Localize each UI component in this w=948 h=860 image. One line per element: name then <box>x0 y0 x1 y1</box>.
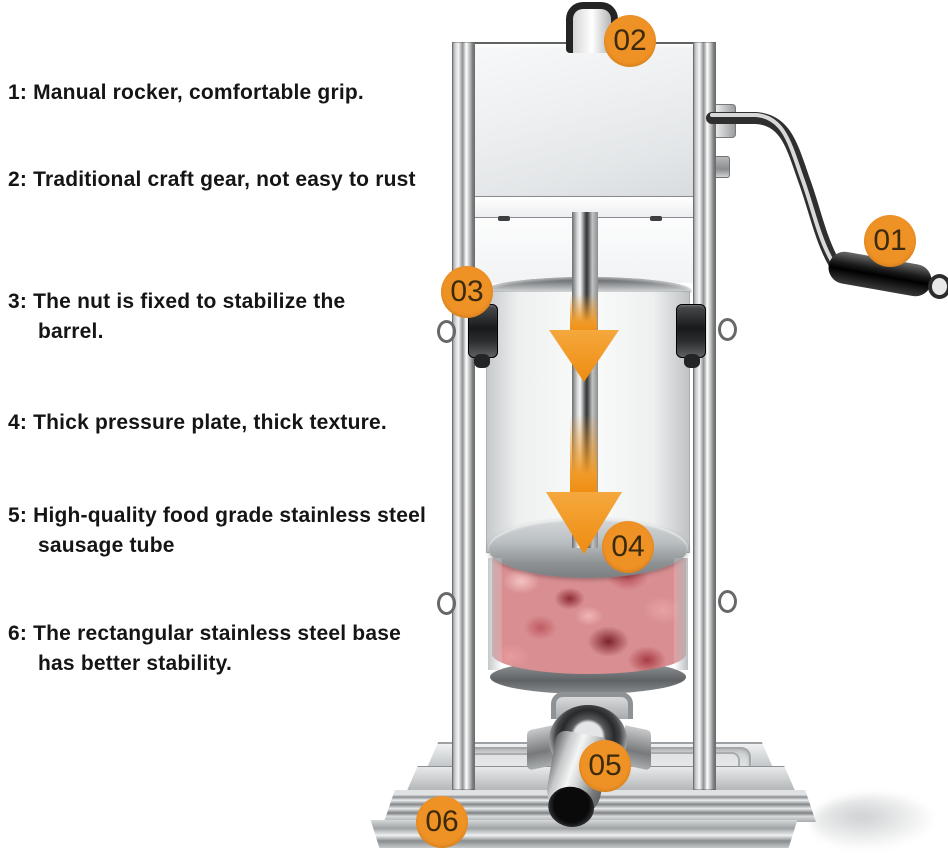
callout-06-badge: 06 <box>416 796 468 848</box>
screw-icon <box>650 216 662 221</box>
feature-item-5: 5: High-quality food grade stainless ste… <box>8 504 426 557</box>
frame-left-rail <box>452 42 475 790</box>
feature-item-3: 3: The nut is fixed to stabilize the bar… <box>8 290 346 343</box>
crank-arm <box>706 112 852 280</box>
feature-item-4: 4: Thick pressure plate, thick texture. <box>8 411 387 434</box>
eyelet-ring-icon <box>437 320 456 343</box>
barrel-glass-left <box>488 558 502 670</box>
feature-item-6: 6: The rectangular stainless steel base … <box>8 622 401 675</box>
callout-02-badge: 02 <box>604 15 656 67</box>
eyelet-ring-icon <box>718 590 737 613</box>
clamp-hook-icon <box>684 354 700 368</box>
eyelet-ring-icon <box>718 318 737 341</box>
down-arrow-upper-icon <box>570 294 597 334</box>
barrel-glass-right <box>674 558 688 670</box>
feature-item-1: 1: Manual rocker, comfortable grip. <box>8 81 364 104</box>
callout-03-badge: 03 <box>441 266 493 318</box>
down-arrow-lower-icon <box>570 414 597 494</box>
callout-04-badge: 04 <box>602 521 654 573</box>
gearbox-housing <box>455 42 697 201</box>
callout-05-badge: 05 <box>579 740 631 792</box>
feature-item-2: 2: Traditional craft gear, not easy to r… <box>8 168 416 191</box>
eyelet-ring-icon <box>437 592 456 615</box>
frame-right-rail <box>693 42 716 790</box>
callout-01-badge: 01 <box>864 215 916 267</box>
clamp-hook-icon <box>474 354 490 368</box>
grip-end-nub <box>928 274 948 299</box>
barrel-clamp-right <box>676 304 706 358</box>
floor-shadow <box>812 795 937 850</box>
screw-icon <box>498 216 510 221</box>
